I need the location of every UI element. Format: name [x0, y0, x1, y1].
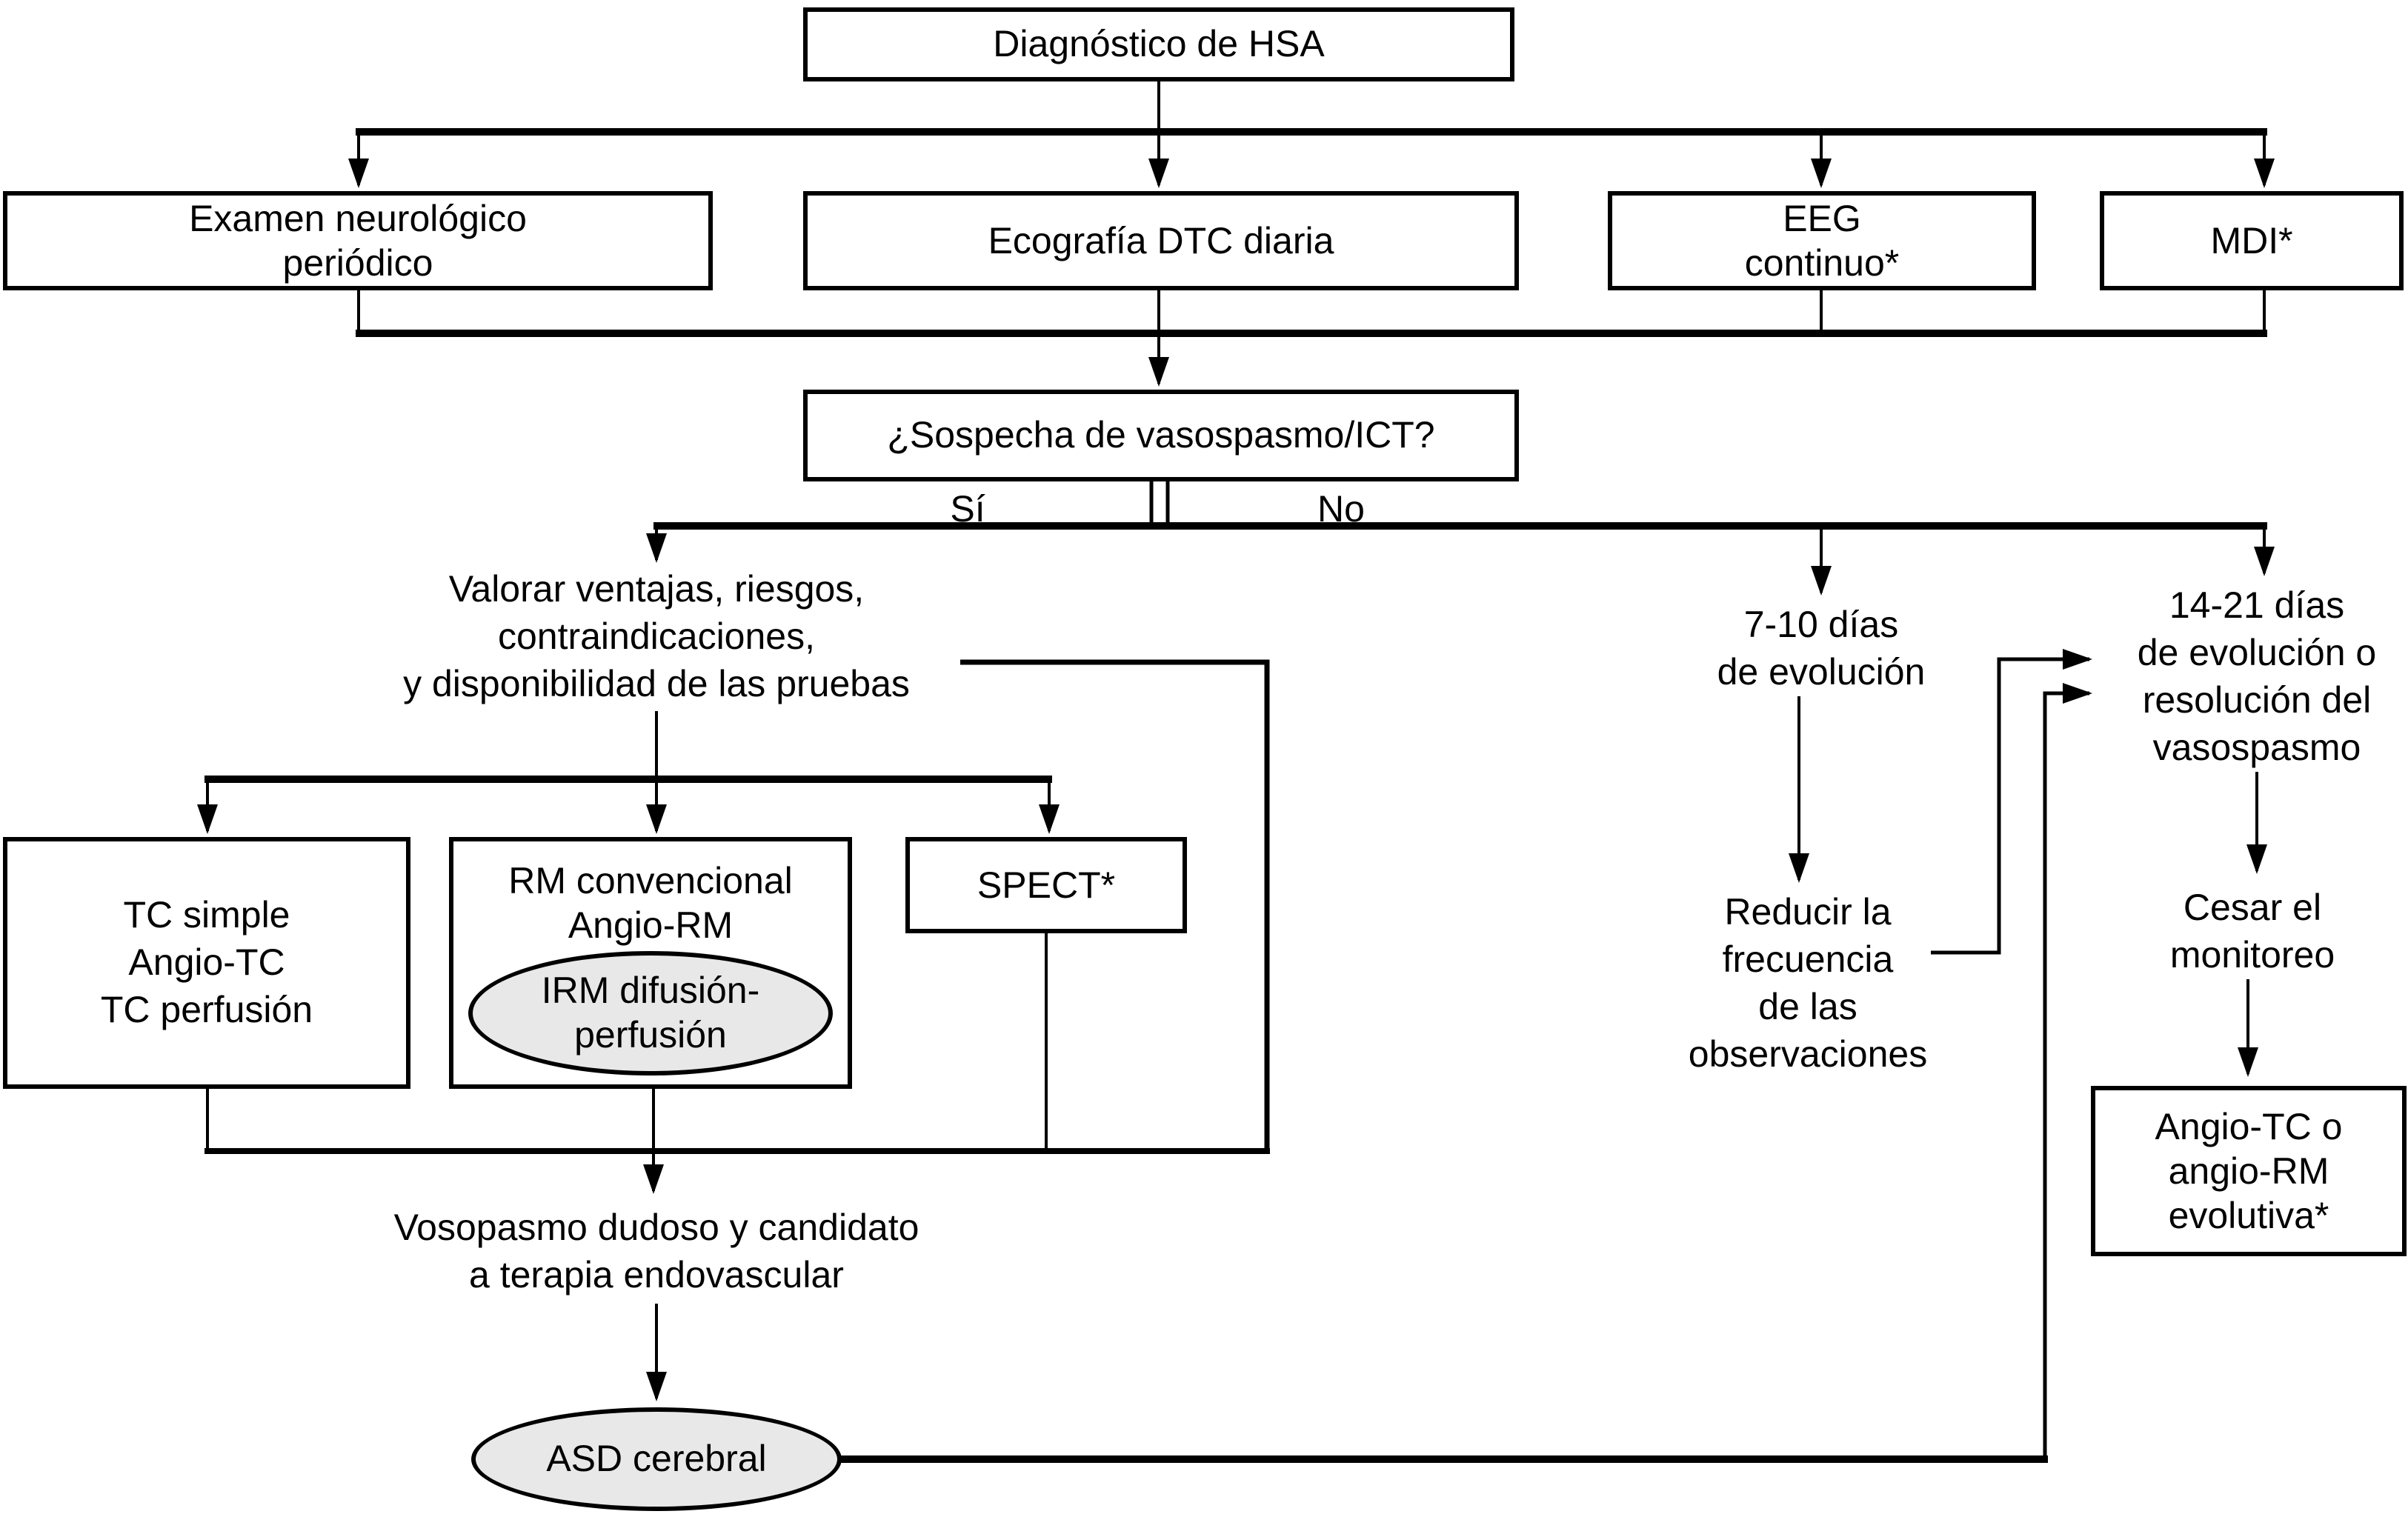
node-ecografia-dtc: Ecografía DTC diaria	[803, 191, 1519, 290]
node-sospecha-vasospasmo: ¿Sospecha de vasospasmo/ICT?	[803, 390, 1519, 481]
node-diagnostico-hsa: Diagnóstico de HSA	[803, 7, 1514, 81]
node-ecografia-dtc-label: Ecografía DTC diaria	[988, 220, 1334, 261]
node-rm-convencional-label: RM convencional Angio-RM	[508, 861, 793, 947]
node-angio-evolutiva-label: Angio-TC o angio-RM evolutiva*	[2155, 1106, 2343, 1236]
node-dias-14-21: 14-21 días de evolución o resolución del…	[2137, 585, 2377, 769]
node-irm-difusion-label: IRM difusión- perfusión	[541, 970, 760, 1056]
node-spect: SPECT*	[905, 837, 1187, 933]
node-spect-label: SPECT*	[977, 864, 1116, 906]
node-eeg-continuo: EEG continuo*	[1608, 191, 2036, 290]
node-valorar-ventajas: Valorar ventajas, riesgos, contraindicac…	[403, 569, 910, 705]
node-irm-difusion-ellipse: IRM difusión- perfusión	[468, 951, 833, 1076]
node-mdi-label: MDI*	[2210, 220, 2293, 261]
node-examen-neurologico-label: Examen neurológico periódico	[189, 198, 527, 284]
node-tc-simple: TC simple Angio-TC TC perfusión	[3, 837, 410, 1089]
node-mdi: MDI*	[2100, 191, 2404, 290]
branch-label-no: No	[1317, 489, 1365, 530]
node-eeg-continuo-label: EEG continuo*	[1744, 198, 1900, 284]
node-cesar-monitoreo: Cesar el monitoreo	[2169, 887, 2335, 976]
node-angio-evolutiva: Angio-TC o angio-RM evolutiva*	[2091, 1086, 2407, 1256]
node-asd-cerebral-label: ASD cerebral	[546, 1438, 767, 1480]
node-sospecha-vasospasmo-label: ¿Sospecha de vasospasmo/ICT?	[887, 415, 1435, 456]
edge-reducir-feedback	[1931, 649, 2092, 955]
node-diagnostico-hsa-label: Diagnóstico de HSA	[993, 24, 1325, 65]
node-vosopasmo-dudoso: Vosopasmo dudoso y candidato a terapia e…	[393, 1207, 919, 1296]
node-reducir-frecuencia: Reducir la frecuencia de las observacion…	[1688, 892, 1928, 1076]
branch-label-si: Sí	[950, 489, 985, 530]
node-tc-simple-label: TC simple Angio-TC TC perfusión	[100, 895, 313, 1031]
node-dias-7-10: 7-10 días de evolución	[1717, 604, 1926, 693]
node-examen-neurologico: Examen neurológico periódico	[3, 191, 713, 290]
edge-asd-feedback-v	[2043, 683, 2092, 1461]
edge-valorar-feedback	[960, 659, 1270, 1154]
node-asd-cerebral-ellipse: ASD cerebral	[471, 1407, 842, 1511]
